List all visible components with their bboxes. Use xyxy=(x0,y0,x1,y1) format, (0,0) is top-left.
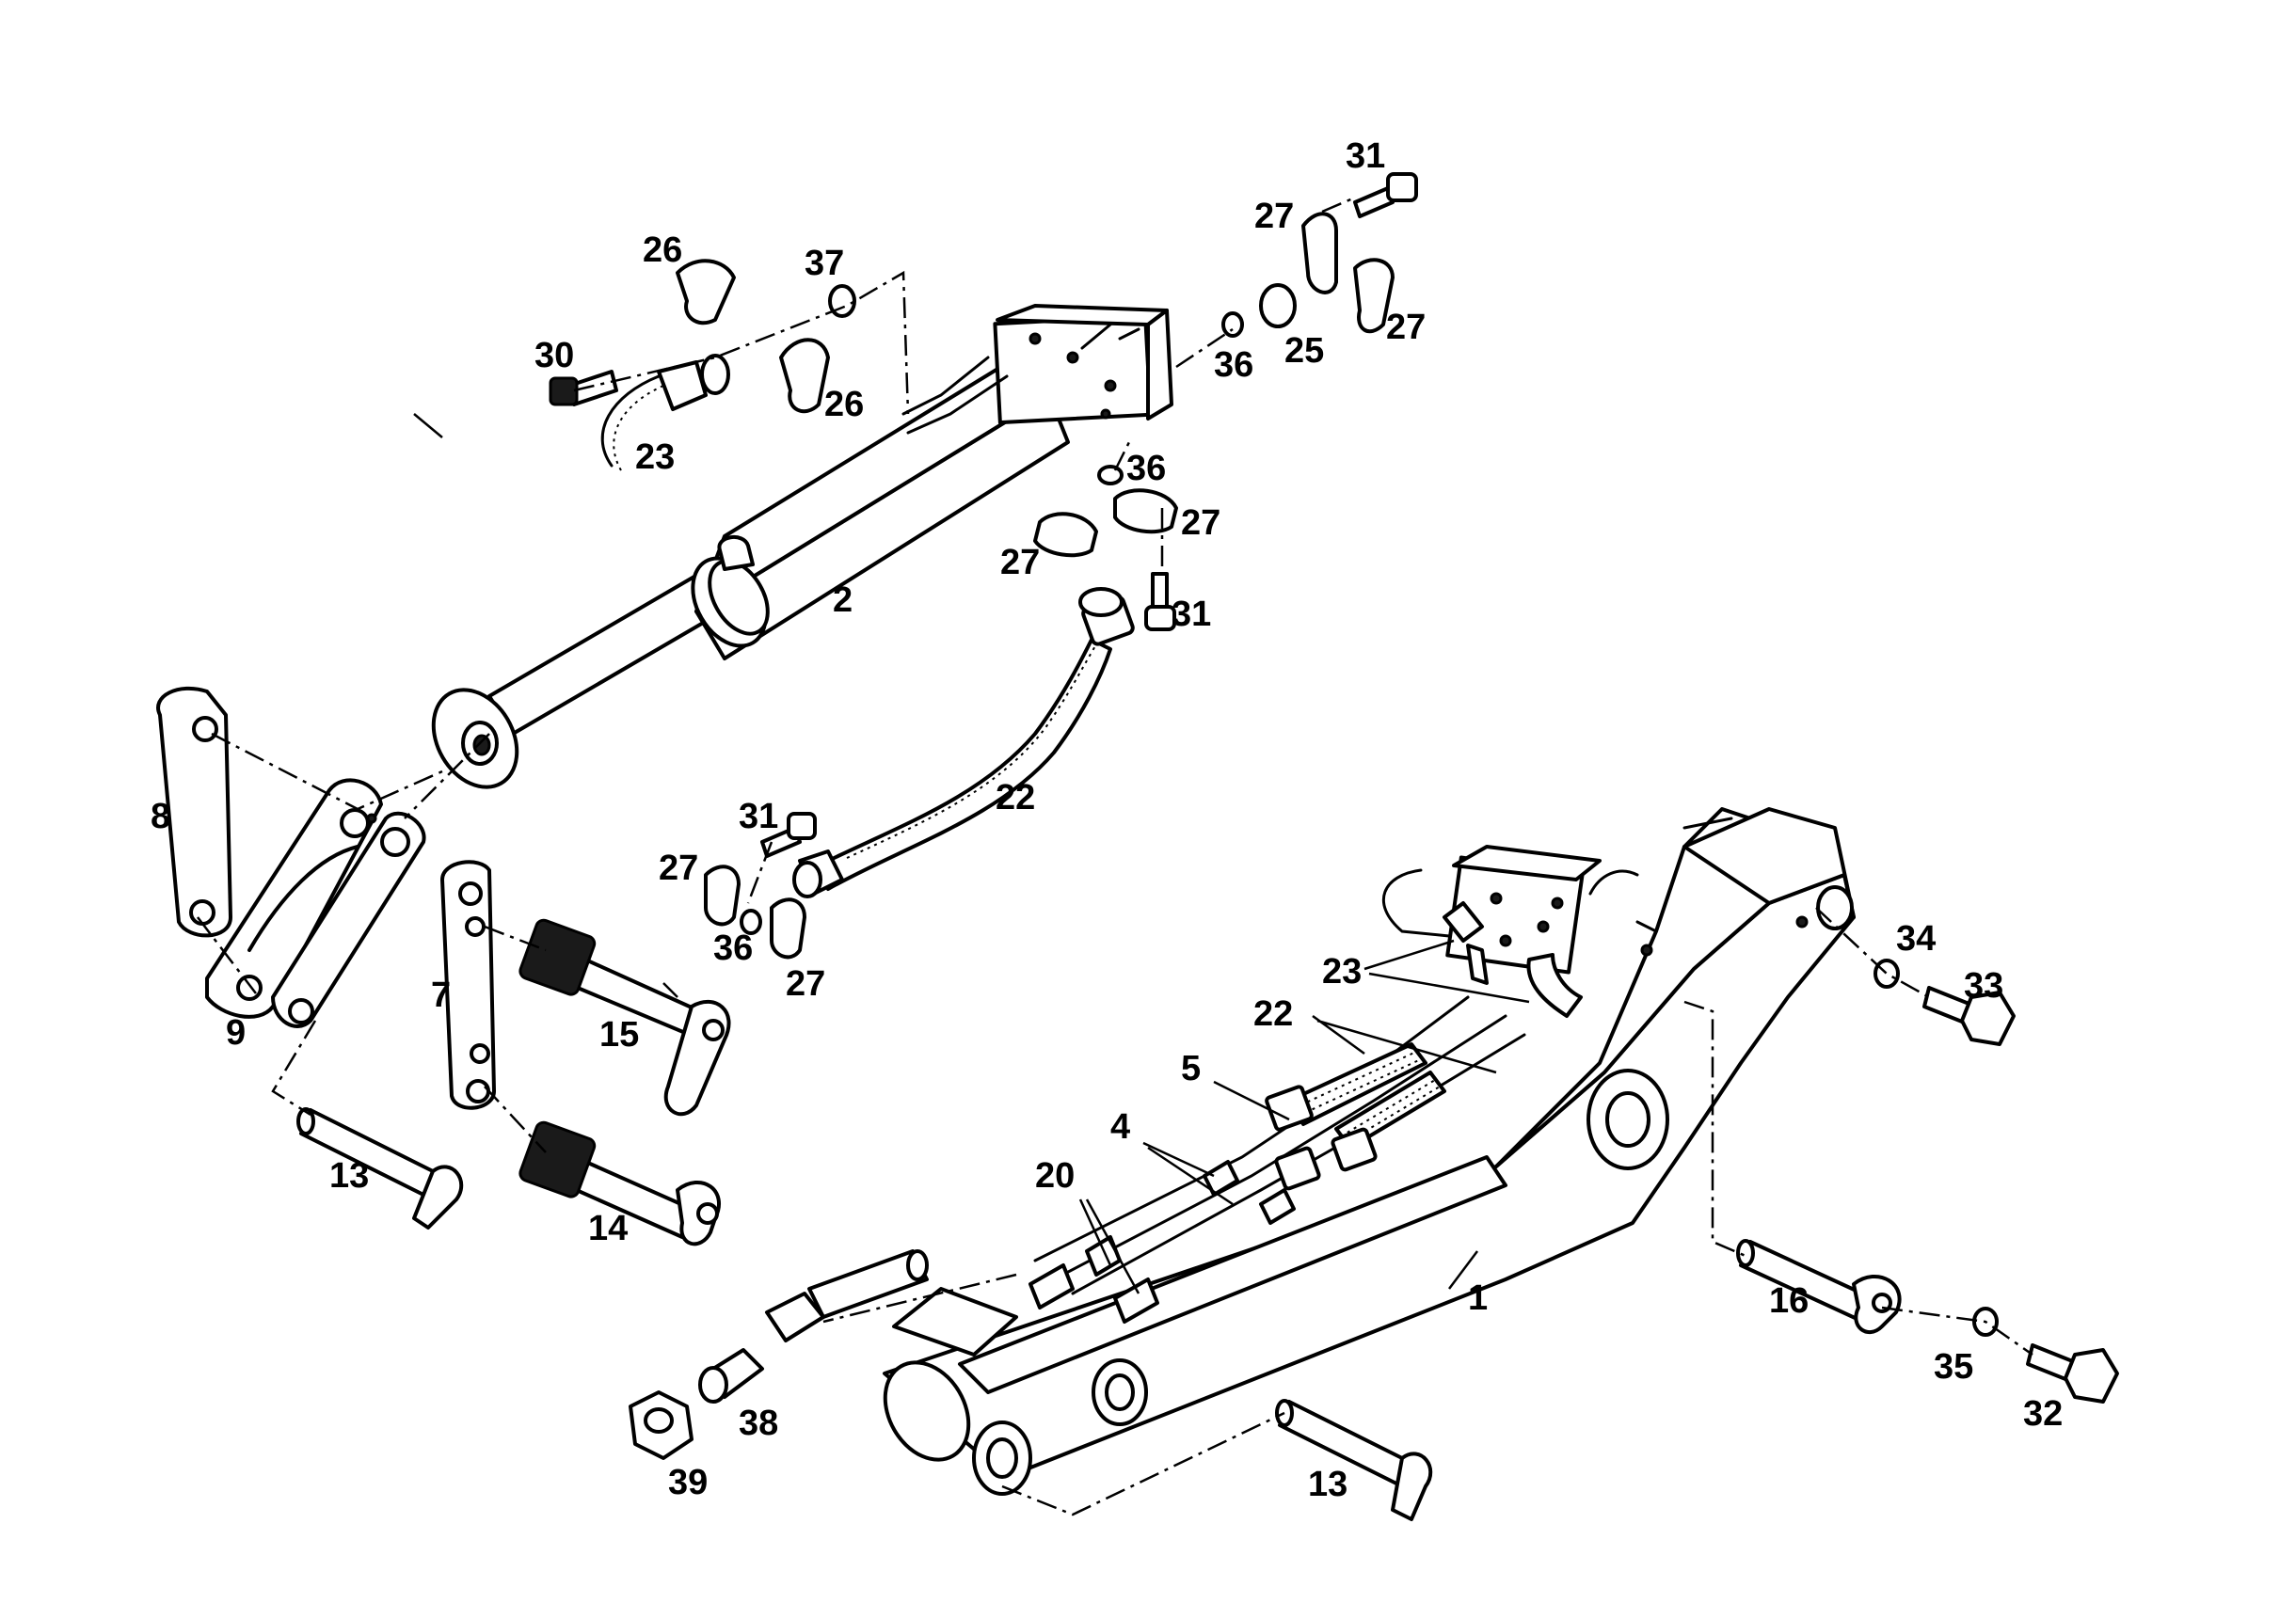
pin-13-right xyxy=(1275,1399,1433,1521)
oring-36-mid xyxy=(1097,465,1124,485)
clamp-27-mid xyxy=(1033,512,1098,558)
label-33: 33 xyxy=(1964,966,2003,1006)
link-9 xyxy=(205,778,426,1028)
label-9: 9 xyxy=(226,1013,246,1053)
label-27-midright: 27 xyxy=(1181,503,1220,543)
fitting-tube xyxy=(765,1249,929,1342)
label-31-top: 31 xyxy=(1346,136,1385,176)
fitting-38 xyxy=(698,1348,764,1404)
hose-22 xyxy=(792,587,1135,898)
oring-36-lower xyxy=(740,909,762,935)
clamp-27-lower xyxy=(704,865,741,927)
label-2: 2 xyxy=(833,580,853,620)
label-5: 5 xyxy=(1181,1049,1201,1088)
label-31-left: 31 xyxy=(739,797,778,836)
label-15: 15 xyxy=(599,1015,639,1055)
bolt-32 xyxy=(2026,1343,2119,1404)
label-26-mid: 26 xyxy=(824,385,864,424)
clamp-26-top xyxy=(676,259,736,325)
hydraulic-cylinder xyxy=(431,304,1173,789)
label-27-top: 27 xyxy=(1254,197,1294,236)
seal-37 xyxy=(828,284,856,318)
assembly-lines xyxy=(197,196,2033,1516)
label-36-lower: 36 xyxy=(713,928,753,968)
label-39: 39 xyxy=(668,1463,708,1502)
label-13-left: 13 xyxy=(329,1156,369,1196)
label-22-arm: 22 xyxy=(1253,994,1293,1034)
label-36-top: 36 xyxy=(1214,345,1253,385)
label-20: 20 xyxy=(1035,1156,1075,1196)
label-27-lower: 27 xyxy=(659,849,698,888)
label-31-mid: 31 xyxy=(1172,595,1211,634)
label-38: 38 xyxy=(739,1404,778,1443)
clamp-27-midright xyxy=(1113,488,1178,534)
clamp-27-right xyxy=(1353,258,1395,334)
link-7 xyxy=(440,860,496,1110)
label-16: 16 xyxy=(1769,1281,1809,1321)
clamp-26-mid xyxy=(779,338,830,414)
label-1: 1 xyxy=(1468,1278,1488,1318)
bolt-31-top xyxy=(1353,172,1418,218)
label-27-right: 27 xyxy=(1386,308,1426,347)
label-23-hose: 23 xyxy=(635,437,675,477)
pin-16 xyxy=(1736,1239,1902,1334)
washer-34 xyxy=(1873,959,1900,989)
boom-arm xyxy=(883,807,1856,1496)
part-labels: 1 2 4 5 7 8 9 13 13 14 15 16 20 22 22 23… xyxy=(151,136,2063,1504)
label-37: 37 xyxy=(805,244,844,283)
label-27-mid: 27 xyxy=(1000,543,1040,582)
clamp-27-lowerright xyxy=(770,897,806,960)
bolt-31-mid xyxy=(1144,572,1176,631)
label-23-arm: 23 xyxy=(1322,952,1362,992)
bolt-33 xyxy=(1922,986,2016,1046)
clamp-27-top xyxy=(1301,212,1338,294)
pin-15 xyxy=(518,918,731,1117)
seal-25 xyxy=(1259,283,1297,328)
label-pointers xyxy=(413,413,1530,1294)
nut-39 xyxy=(629,1390,694,1460)
label-7: 7 xyxy=(431,976,451,1015)
bolt-31-left xyxy=(760,812,817,858)
pin-14 xyxy=(518,1120,722,1246)
label-36-mid: 36 xyxy=(1126,449,1166,488)
label-13-right: 13 xyxy=(1308,1465,1347,1504)
label-35: 35 xyxy=(1934,1347,1973,1387)
label-25: 25 xyxy=(1284,331,1324,371)
link-8 xyxy=(156,686,232,938)
label-4: 4 xyxy=(1110,1107,1130,1147)
pin-13-left xyxy=(296,1107,464,1230)
label-8: 8 xyxy=(151,797,170,836)
label-34: 34 xyxy=(1896,919,1936,959)
label-27-lowerright: 27 xyxy=(786,964,825,1004)
label-26-top: 26 xyxy=(643,230,682,270)
bolt-30 xyxy=(549,370,618,406)
label-32: 32 xyxy=(2023,1394,2063,1434)
label-14: 14 xyxy=(588,1209,628,1248)
hose-23 xyxy=(600,354,730,471)
label-22-hose: 22 xyxy=(996,778,1035,817)
label-30: 30 xyxy=(534,336,574,375)
oring-36-top xyxy=(1221,311,1244,338)
